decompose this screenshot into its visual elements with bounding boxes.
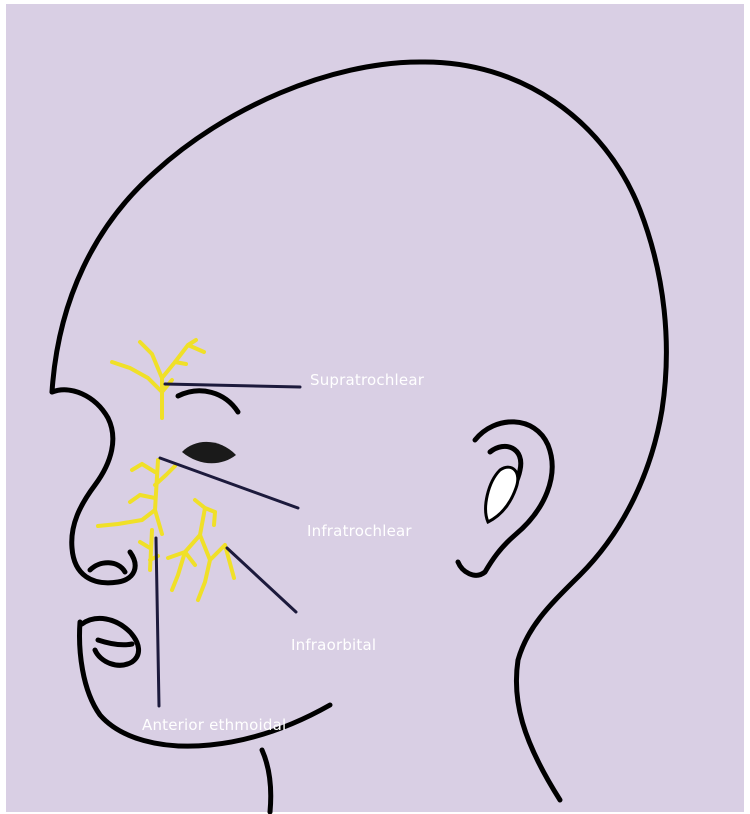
infratrochlear-label: Infratrochlear bbox=[307, 522, 412, 540]
supratrochlear-label: Supratrochlear bbox=[310, 371, 424, 389]
anterior-ethmoidal-label: Anterior ethmoidal bbox=[142, 716, 286, 734]
infraorbital-label: Infraorbital bbox=[291, 636, 376, 654]
background-panel bbox=[6, 4, 744, 812]
